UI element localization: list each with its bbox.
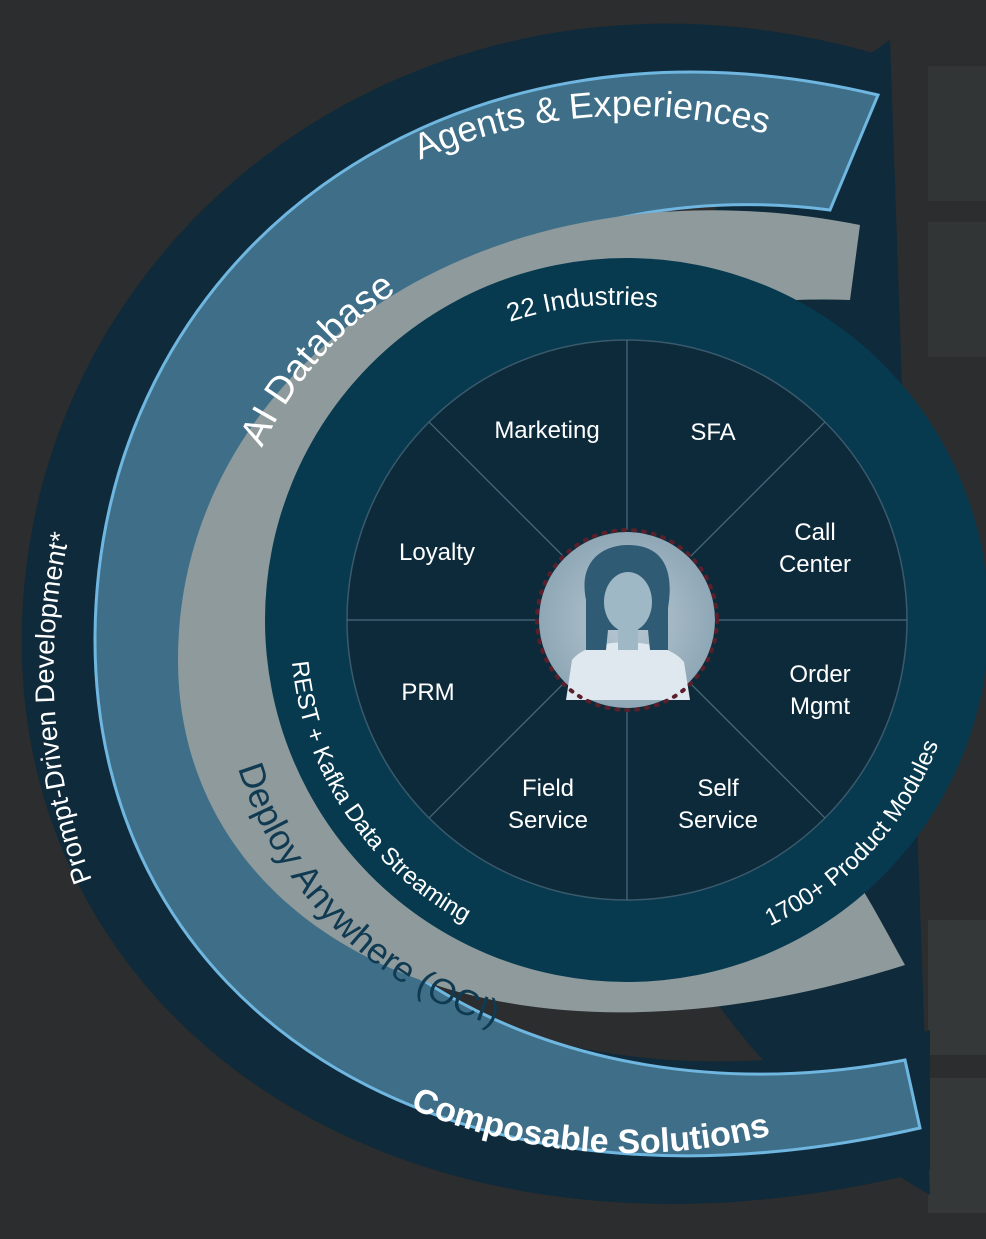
- segment-divider: [690, 421, 826, 557]
- segment-dividers: [347, 340, 907, 900]
- avatar-dotted-border: [535, 528, 719, 712]
- segment-divider: [428, 421, 564, 557]
- person-avatar-icon: [566, 545, 690, 700]
- bg-panel: [928, 66, 986, 201]
- segment-divider: [428, 683, 564, 819]
- bg-panel: [928, 1078, 986, 1213]
- segment-divider: [690, 683, 826, 819]
- segment-label-sfa: SFA: [690, 419, 735, 446]
- segment-label-loyalty: Loyalty: [399, 539, 475, 566]
- bg-panel: [928, 222, 986, 357]
- segment-label-marketing: Marketing: [494, 417, 599, 444]
- bg-panel: [928, 920, 986, 1055]
- center-avatar: [535, 528, 719, 712]
- segment-label-prm: PRM: [401, 679, 454, 706]
